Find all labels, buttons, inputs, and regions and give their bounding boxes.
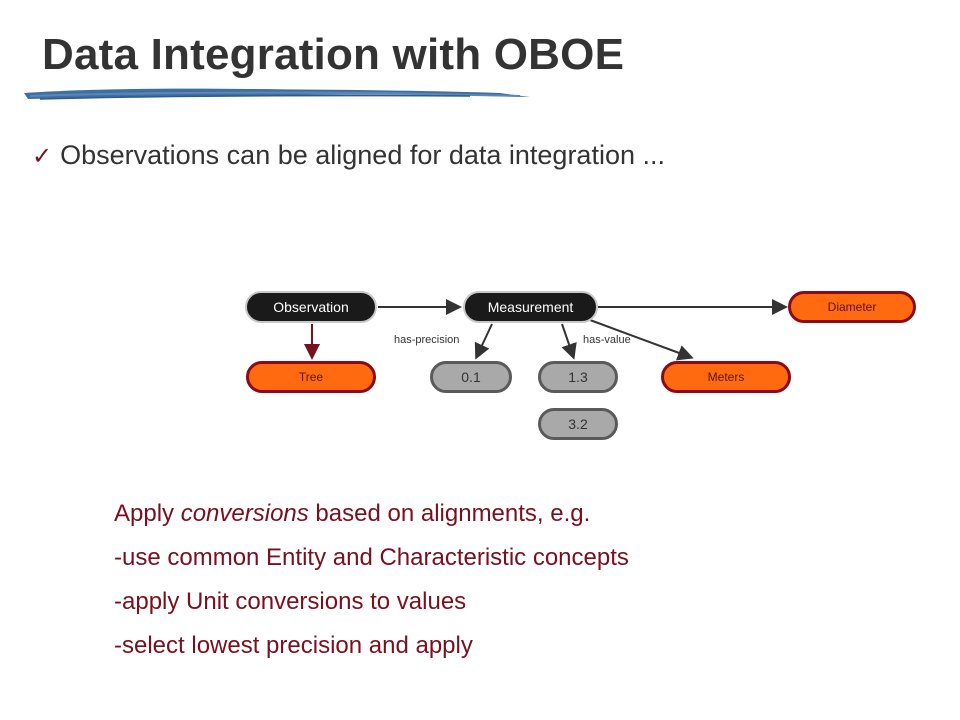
node-value-1: 1.3 [538, 361, 618, 393]
body-line-3: -apply Unit conversions to values [114, 588, 467, 615]
node-meters: Meters [661, 361, 791, 393]
node-observation: Observation [245, 291, 377, 323]
bullet-point: ✓ Observations can be aligned for data in… [32, 140, 665, 171]
edge-measurement-precision [474, 323, 493, 360]
body-line-1-suffix: based on alignments, e.g. [308, 500, 591, 527]
edge-label-has-value: has-value [583, 334, 631, 346]
bullet-text: Observations can be aligned for data int… [60, 140, 665, 170]
body-text: Apply conversions based on alignments, e… [114, 492, 629, 668]
edge-measurement-value [561, 323, 577, 360]
body-line-1-emphasis: conversions [180, 500, 309, 527]
body-line-4: -select lowest precision and apply [114, 632, 473, 659]
edge-measurement-meters [589, 319, 694, 361]
node-tree: Tree [246, 361, 376, 393]
title-underline-brush-stroke [24, 88, 530, 100]
slide-title: Data Integration with OBOE [42, 30, 625, 79]
body-line-1-prefix: Apply [114, 500, 181, 527]
edge-label-has-precision: has-precision [394, 334, 460, 346]
node-measurement: Measurement [463, 291, 598, 323]
node-precision-value: 0.1 [430, 361, 512, 393]
body-line-1: Apply conversions based on alignments, e… [114, 492, 629, 536]
node-diameter: Diameter [788, 291, 916, 323]
checkmark-icon: ✓ [32, 143, 53, 170]
node-value-2: 3.2 [538, 408, 618, 440]
body-line-2: -use common Entity and Characteristic co… [114, 544, 629, 571]
